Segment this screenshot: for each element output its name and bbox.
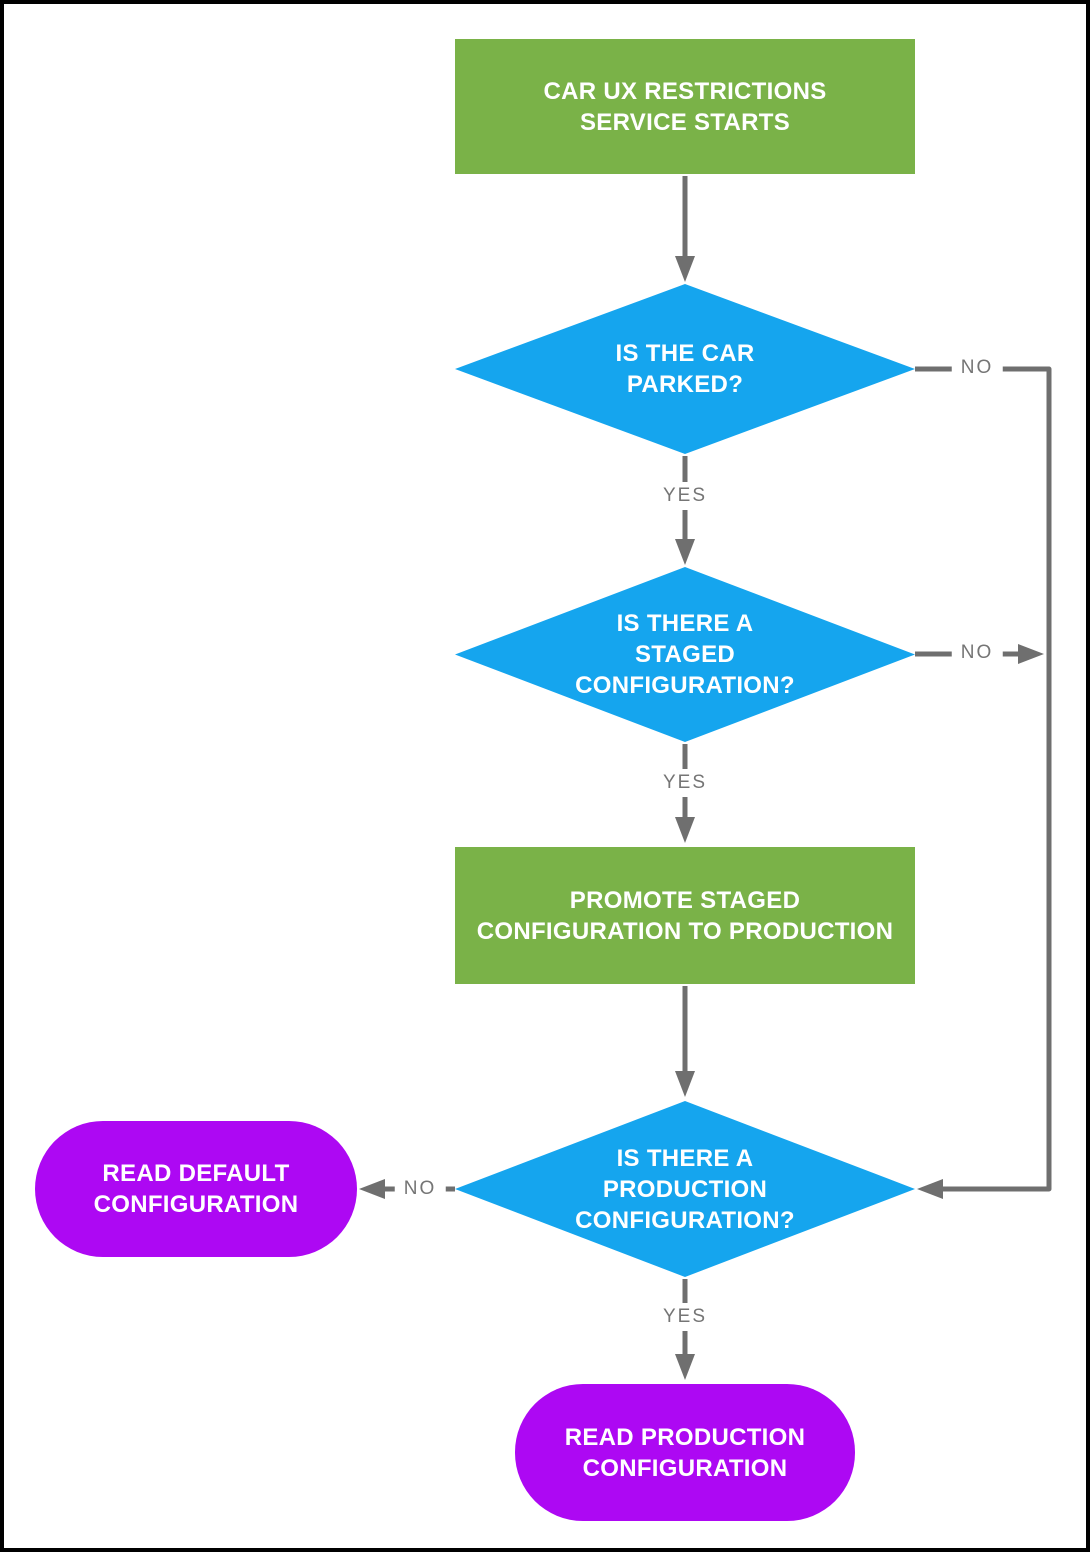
process-label-line: PROMOTE STAGED — [569, 886, 801, 914]
edge-label-no-production: NO — [394, 1175, 446, 1203]
start-node-label-line: CAR UX RESTRICTIONS — [543, 77, 827, 105]
terminal-label-line: CONFIGURATION — [93, 1191, 299, 1218]
decision-label-line: IS THE CAR — [615, 340, 755, 367]
arrow-head-down-icon — [675, 1354, 695, 1380]
terminal-label-line: CONFIGURATION — [582, 1454, 788, 1482]
decision-label-line: STAGED — [634, 641, 736, 668]
decision-staged-configuration: IS THERE A STAGED CONFIGURATION? — [455, 567, 915, 742]
arrow-head-left-icon — [917, 1179, 943, 1199]
decision-label-line: PRODUCTION — [602, 1175, 768, 1203]
connector-layer — [359, 176, 1052, 1380]
decision-production-configuration: IS THERE A PRODUCTION CONFIGURATION? — [455, 1101, 915, 1277]
decision-label-line: CONFIGURATION? — [575, 672, 795, 699]
decision-label-line: IS THERE A — [616, 1144, 754, 1172]
decision-label-line: PARKED? — [626, 371, 744, 398]
decision-label-line: IS THERE A — [616, 610, 754, 637]
arrow-head-down-icon — [675, 256, 695, 282]
connector-car-parked-no-bypass — [915, 366, 1052, 1192]
edge-label-no-staged: NO — [951, 639, 1003, 667]
start-node-label-line: SERVICE STARTS — [579, 108, 791, 136]
edge-label-no-car-parked: NO — [951, 354, 1003, 382]
start-node: CAR UX RESTRICTIONS SERVICE STARTS — [455, 39, 915, 174]
terminal-label-line: READ DEFAULT — [102, 1160, 290, 1187]
decision-car-parked: IS THE CAR PARKED? — [455, 284, 915, 454]
decision-label-line: CONFIGURATION? — [575, 1206, 795, 1234]
edge-label-yes-car-parked: YES — [653, 482, 717, 510]
process-label-line: CONFIGURATION TO PRODUCTION — [476, 917, 894, 945]
arrow-head-right-icon — [1018, 644, 1044, 664]
terminal-read-production: READ PRODUCTION CONFIGURATION — [515, 1384, 855, 1521]
terminal-read-default: READ DEFAULT CONFIGURATION — [35, 1121, 357, 1257]
arrow-head-down-icon — [675, 1071, 695, 1097]
arrow-head-down-icon — [675, 539, 695, 565]
arrow-head-down-icon — [675, 817, 695, 843]
process-promote-staged: PROMOTE STAGED CONFIGURATION TO PRODUCTI… — [455, 847, 915, 984]
edge-label-yes-production: YES — [653, 1303, 717, 1331]
terminal-label-line: READ PRODUCTION — [564, 1423, 806, 1451]
edge-label-yes-staged: YES — [653, 769, 717, 797]
arrow-head-left-icon — [359, 1179, 385, 1199]
